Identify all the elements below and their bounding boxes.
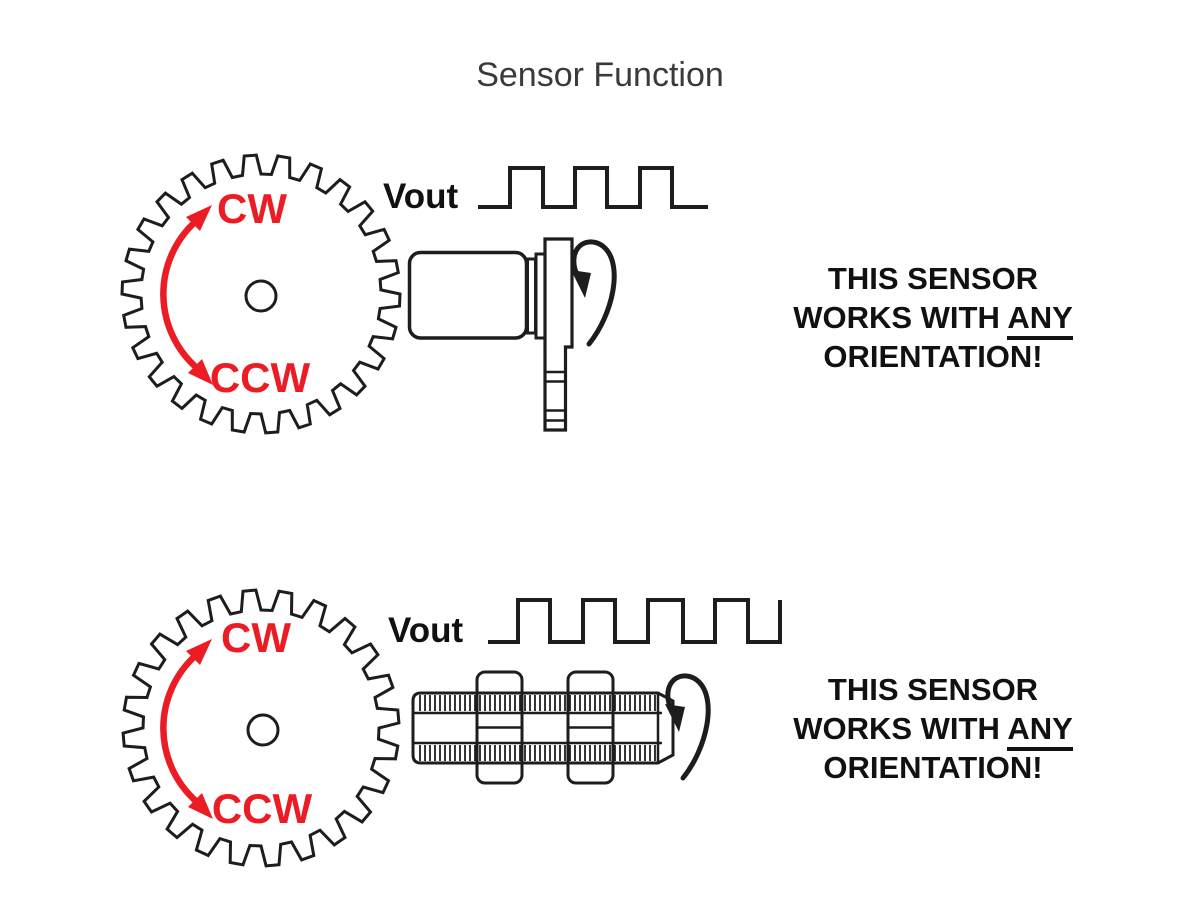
sensor-body [407, 250, 529, 340]
gear-top [120, 153, 402, 435]
cw-label-bottom: CW [221, 614, 291, 661]
note-line-1: THIS SENSOR [827, 261, 1039, 296]
cw-ccw-rotation-arrow-top [160, 205, 213, 385]
ccw-label-top: CCW [209, 354, 311, 401]
ccw-label-bottom: CCW [211, 785, 313, 832]
sensor-rod [411, 691, 675, 765]
note-top: THIS SENSOR WORKS WITH ANY ORIENTATION! [723, 259, 1143, 376]
gear-bottom [121, 588, 401, 868]
gear-outline [120, 153, 402, 435]
page-title: Sensor Function [476, 56, 724, 94]
gear-outline [121, 588, 401, 868]
gear-center-hole [244, 279, 278, 313]
underlined-any: ANY [1007, 300, 1073, 340]
sensor-neck [526, 257, 537, 335]
underlined-any: ANY [1007, 711, 1073, 751]
sensor-stem-lines [545, 370, 566, 422]
vout-label-top: Vout [383, 177, 459, 216]
cw-ccw-rotation-arrow-bottom [163, 639, 213, 819]
vout-waveform-top [478, 166, 708, 209]
sensor-flange-and-stem [543, 237, 574, 432]
gear-center-hole [246, 713, 280, 747]
note-line-2: WORKS WITH ANY [723, 709, 1143, 751]
note-line-3: ORIENTATION! [823, 750, 1043, 785]
axis-rotation-arrow-bottom [665, 676, 708, 778]
flange-speed-sensor-icon [407, 237, 574, 432]
vout-waveform-bottom [488, 598, 782, 644]
vout-label-bottom: Vout [388, 611, 464, 650]
note-line-3: ORIENTATION! [823, 339, 1043, 374]
cw-label-top: CW [217, 185, 287, 232]
threaded-barrel-speed-sensor-icon [411, 670, 675, 785]
axis-rotation-arrow-top [571, 239, 617, 347]
thread-hatching [419, 695, 656, 761]
note-line-2: WORKS WITH ANY [723, 298, 1143, 340]
rod-band-lines [413, 711, 662, 745]
note-bottom: THIS SENSOR WORKS WITH ANY ORIENTATION! [723, 670, 1143, 787]
note-line-1: THIS SENSOR [827, 672, 1039, 707]
